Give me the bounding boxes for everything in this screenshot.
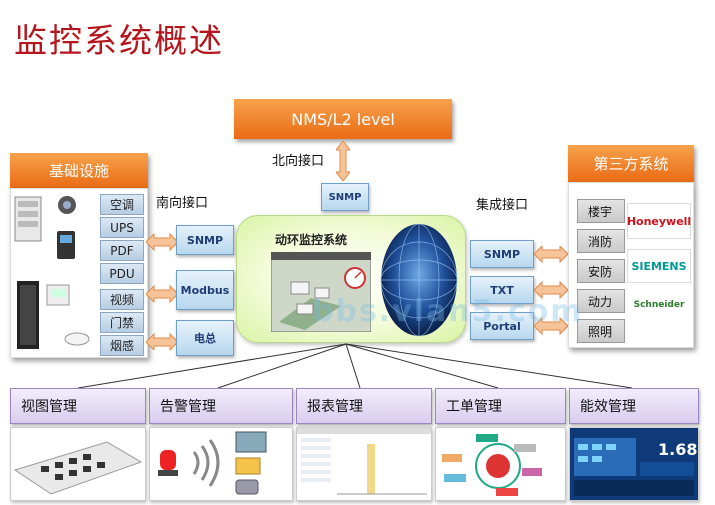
third-party-header: 第三方系统 — [568, 145, 694, 182]
infrastructure-header: 基础设施 — [10, 153, 148, 188]
north-double-arrow — [336, 141, 350, 181]
third-party-item: 安防 — [577, 259, 625, 283]
nms-level-box: NMS/L2 level — [234, 99, 452, 139]
infra-item: 烟感 — [100, 335, 144, 356]
third-party-panel: 楼宇 消防 安防 动力 照明 Honeywell SIEMENS Schneid… — [568, 182, 694, 348]
integration-snmp-box: SNMP — [470, 240, 534, 268]
south-modbus-box: Modbus — [176, 270, 234, 310]
third-party-item: 消防 — [577, 229, 625, 253]
south-arrows — [146, 232, 178, 350]
north-snmp-label: SNMP — [328, 191, 362, 203]
module-energy-management: 能效管理 — [569, 388, 699, 424]
infra-item: UPS — [100, 217, 144, 238]
globe-network-icon — [380, 223, 458, 337]
integration-arrow-txt — [534, 280, 568, 300]
infra-item: 空调 — [100, 194, 144, 215]
workorder-management-thumbnail — [435, 427, 566, 501]
monitoring-system-title: 动环监控系统 — [275, 233, 348, 247]
view-management-thumbnail — [10, 427, 146, 501]
infra-item: PDF — [100, 240, 144, 261]
integration-protocol-label: Portal — [483, 319, 521, 333]
integration-arrow-portal — [534, 316, 568, 336]
nms-level-label: NMS/L2 level — [291, 109, 395, 129]
integration-protocol-label: SNMP — [483, 247, 521, 261]
monitoring-system-box: 动环监控系统 — [236, 215, 466, 343]
siemens-logo: SIEMENS — [627, 249, 691, 283]
integration-portal-box: Portal — [470, 312, 534, 340]
equipment-illustrations — [14, 196, 90, 349]
infra-item: 门禁 — [100, 312, 144, 333]
south-protocol-label: 电总 — [194, 332, 216, 345]
south-arrow-dianzong — [146, 332, 178, 350]
infrastructure-title: 基础设施 — [48, 162, 109, 180]
integration-arrows — [534, 246, 568, 336]
watermark: bbs.vlan5.com — [312, 294, 584, 329]
module-report-management: 报表管理 — [296, 388, 432, 424]
report-bar — [367, 444, 375, 494]
integration-interface-label: 集成接口 — [476, 198, 529, 213]
north-snmp-box: SNMP — [321, 183, 369, 211]
infra-item: 视频 — [100, 289, 144, 310]
smoke-detector-icon — [64, 332, 90, 346]
page-title: 监控系统概述 — [14, 21, 224, 60]
energy-pue-value: 1.68 — [658, 440, 698, 459]
third-party-item: 照明 — [577, 319, 625, 343]
honeywell-logo: Honeywell — [627, 203, 691, 239]
signal-icon — [192, 439, 220, 487]
integration-arrow-snmp — [534, 246, 568, 264]
monitor-icon — [235, 431, 267, 453]
module-view-management: 视图管理 — [10, 388, 146, 424]
integration-txt-box: TXT — [470, 276, 534, 304]
energy-management-thumbnail: 1.68 — [569, 427, 699, 501]
south-protocol-label: SNMP — [186, 233, 224, 247]
south-dianzong-box: 电总 — [176, 320, 234, 356]
third-party-item: 动力 — [577, 289, 625, 313]
module-workorder-management: 工单管理 — [435, 388, 566, 424]
phone-icon — [235, 479, 259, 495]
monitoring-screenshot — [271, 252, 371, 332]
third-party-title: 第三方系统 — [593, 155, 669, 173]
north-interface-label: 北向接口 — [272, 154, 325, 169]
south-protocol-label: Modbus — [180, 283, 230, 297]
infra-item: PDU — [100, 263, 144, 284]
mail-icon — [235, 457, 261, 475]
report-management-thumbnail — [296, 427, 432, 501]
module-connector-lines — [77, 343, 633, 389]
module-alarm-management: 告警管理 — [149, 388, 293, 424]
alarm-light-icon — [160, 450, 176, 470]
schneider-logo: Schneider — [633, 300, 685, 310]
third-party-item: 楼宇 — [577, 199, 625, 223]
integration-protocol-label: TXT — [490, 283, 514, 297]
south-snmp-box: SNMP — [176, 225, 234, 255]
south-arrow-modbus — [146, 284, 178, 304]
south-arrow-snmp — [146, 232, 178, 252]
south-interface-label: 南向接口 — [156, 196, 209, 211]
alarm-management-thumbnail — [149, 427, 293, 501]
